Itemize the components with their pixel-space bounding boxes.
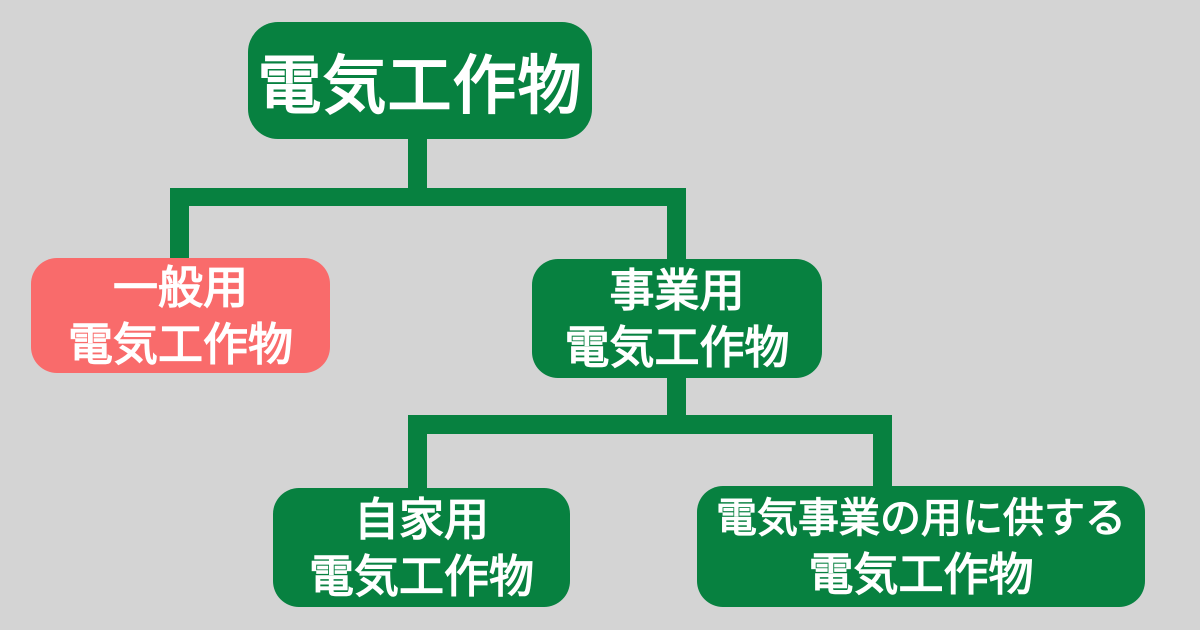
node-business-use-line1: 事業用	[609, 263, 745, 317]
node-electricity-business-use: 電気事業の用に供する 電気工作物	[697, 486, 1145, 607]
node-private-use-line1: 自家用	[353, 492, 489, 546]
node-private-use-line2: 電気工作物	[308, 549, 534, 603]
node-business-use-line2: 電気工作物	[564, 320, 790, 374]
node-electrical-installation-label: 電気工作物	[257, 49, 583, 124]
connector-drop-to-general	[170, 205, 189, 259]
node-business-use: 事業用 電気工作物	[532, 259, 822, 378]
node-electricity-business-use-line2: 電気工作物	[808, 547, 1034, 601]
node-general-use-line2: 電気工作物	[67, 317, 293, 371]
node-general-use-line1: 一般用	[112, 260, 248, 314]
connector-level2-horizontal-bar	[408, 415, 892, 434]
connector-drop-to-business	[667, 205, 686, 260]
node-electricity-business-use-line1: 電気事業の用に供する	[716, 493, 1126, 542]
connector-drop-to-utility	[873, 433, 892, 487]
node-electrical-installation: 電気工作物	[248, 22, 592, 139]
connector-business-drop	[667, 378, 686, 416]
connector-drop-to-private	[408, 433, 427, 489]
connector-level1-horizontal-bar	[170, 188, 686, 206]
node-general-use: 一般用 電気工作物	[31, 258, 330, 373]
node-private-use: 自家用 電気工作物	[273, 488, 570, 607]
